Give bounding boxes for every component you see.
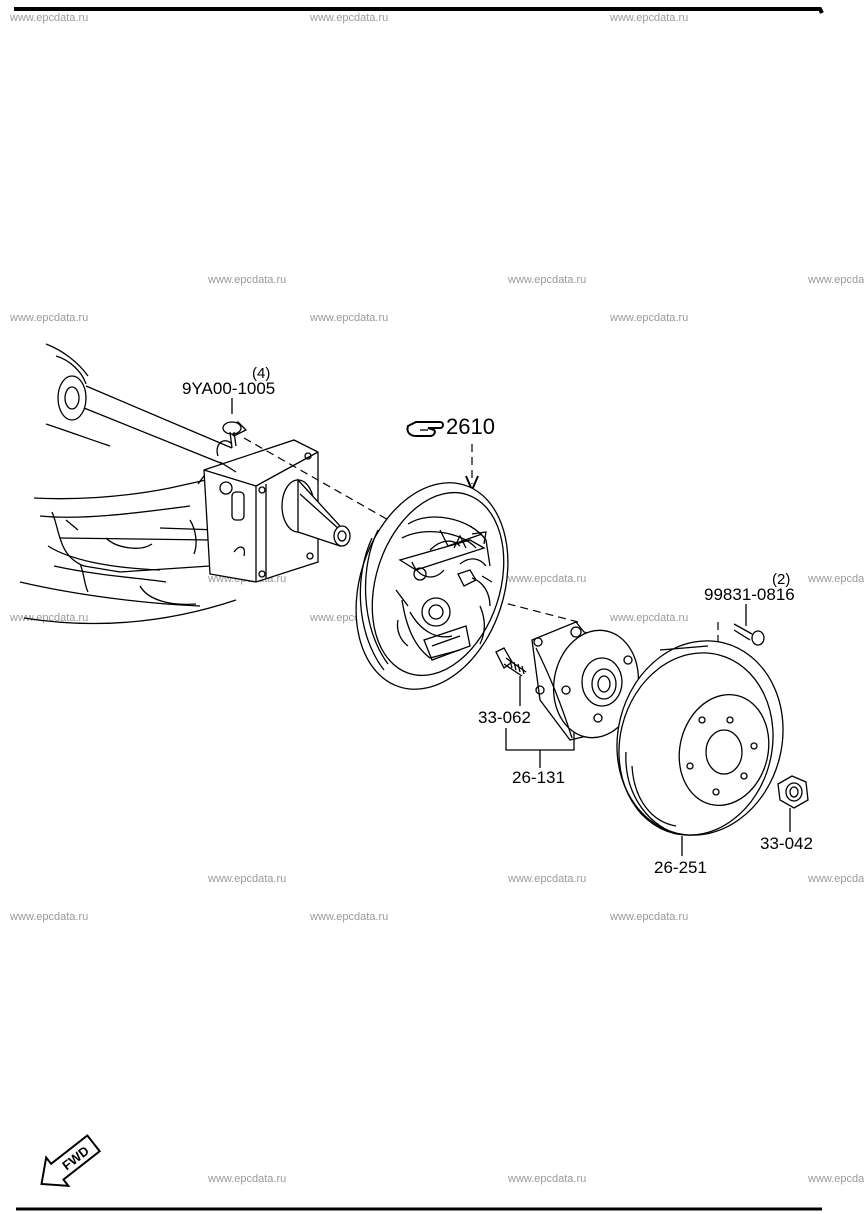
- axle-housing: [19, 343, 351, 625]
- watermark-text: www.epcdata.ru: [507, 573, 586, 585]
- watermark-text: www.epcdata.ru: [609, 612, 688, 624]
- watermark-text: www.epcdata.ru: [507, 1173, 586, 1185]
- watermark-text: www.epcdata.ru: [609, 312, 688, 324]
- watermark-text: www.epcdata.ru: [609, 911, 688, 923]
- part-number-26-131[interactable]: 26-131: [512, 768, 565, 787]
- watermark-layer: www.epcdata.ru www.epcdata.ru www.epcdata.…: [9, 12, 864, 1185]
- hub-bolt: [495, 647, 527, 677]
- watermark-text: www.epcdata.ru: [9, 612, 88, 624]
- watermark-text: www.epcdata.ru: [609, 12, 688, 24]
- watermark-text: www.epcdata.ru: [207, 1173, 286, 1185]
- part-number-9ya00-1005[interactable]: 9YA00-1005: [182, 379, 275, 398]
- watermark-text: www.epcdata.ru: [507, 873, 586, 885]
- watermark-text: www.epcdata.ru: [807, 873, 864, 885]
- part-number-26-251[interactable]: 26-251: [654, 858, 707, 877]
- reference-pointer: [406, 421, 444, 437]
- fwd-arrow: FWD: [40, 1134, 102, 1188]
- reference-number[interactable]: 2610: [446, 414, 495, 439]
- watermark-text: www.epcdata.ru: [807, 274, 864, 286]
- watermark-text: www.epcdata.ru: [9, 911, 88, 923]
- watermark-text: www.epcdata.ru: [309, 312, 388, 324]
- qty-9ya00-1005: (4): [252, 365, 270, 382]
- part-number-99831-0816[interactable]: 99831-0816: [704, 585, 795, 604]
- fwd-label: FWD: [59, 1143, 92, 1173]
- qty-99831-0816: (2): [772, 571, 790, 588]
- watermark-text: www.epcdata.ru: [309, 911, 388, 923]
- hub-nut: [777, 775, 809, 809]
- brake-backing-plate: [355, 482, 509, 690]
- watermark-text: www.epcdata.ru: [507, 274, 586, 286]
- watermark-text: www.epcdata.ru: [309, 12, 388, 24]
- watermark-text: www.epcdata.ru: [9, 312, 88, 324]
- wheel-hub-assembly: [531, 621, 640, 741]
- part-number-33-062[interactable]: 33-062: [478, 708, 531, 727]
- watermark-text: www.epcdata.ru: [207, 274, 286, 286]
- watermark-text: www.epcdata.ru: [9, 12, 88, 24]
- top-border: [14, 7, 824, 14]
- part-number-33-042[interactable]: 33-042: [760, 834, 813, 853]
- drum-screw: [733, 623, 765, 646]
- watermark-text: www.epcdata.ru: [207, 873, 286, 885]
- watermark-text: www.epcdata.ru: [807, 573, 864, 585]
- watermark-text: www.epcdata.ru: [807, 1173, 864, 1185]
- brake-drum: [616, 640, 784, 836]
- assembly-line-bracket: [243, 437, 407, 531]
